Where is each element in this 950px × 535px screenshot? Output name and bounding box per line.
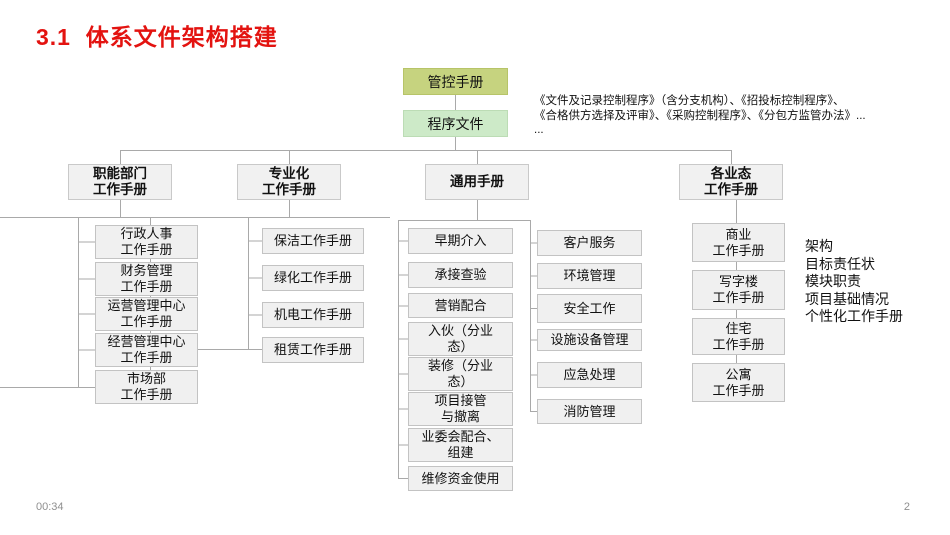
- general-left-child-box: 维修资金使用: [408, 466, 513, 491]
- procedure-note: 《文件及记录控制程序》（含分支机构）、《招投标控制程序》、 《合格供方选择及评审…: [534, 94, 939, 138]
- general-right-child-box: 应急处理: [537, 362, 642, 388]
- general-left-child-box: 业委会配合、 组建: [408, 428, 513, 462]
- annotation-line: 架构: [805, 238, 833, 254]
- general-left-child-box: 营销配合: [408, 293, 513, 318]
- business-format-child-box: 商业 工作手册: [692, 223, 785, 262]
- general-right-child-box: 设施设备管理: [537, 329, 642, 351]
- general-right-child-box: 消防管理: [537, 399, 642, 424]
- business-format-child-box: 写字楼 工作手册: [692, 270, 785, 310]
- procedure-note-line: ...: [534, 124, 544, 136]
- general-left-child-box: 入伙（分业 态）: [408, 322, 513, 356]
- general-left-child-box: 项目接管 与撤离: [408, 392, 513, 426]
- branch-general-header: 通用手册: [425, 164, 529, 200]
- functional-child-box: 经营管理中心 工作手册: [95, 333, 198, 367]
- functional-child-box: 市场部 工作手册: [95, 370, 198, 404]
- functional-child-box: 财务管理 工作手册: [95, 262, 198, 296]
- general-left-child-box: 早期介入: [408, 228, 513, 254]
- general-right-child-box: 环境管理: [537, 263, 642, 289]
- branch-functional-header: 职能部门 工作手册: [68, 164, 172, 200]
- procedure-note-line: 《文件及记录控制程序》（含分支机构）、《招投标控制程序》、: [534, 95, 845, 107]
- control-manual-box: 管控手册: [403, 68, 508, 95]
- specialized-child-box: 绿化工作手册: [262, 265, 364, 291]
- page-number: 2: [903, 501, 910, 513]
- branch-specialized-header: 专业化 工作手册: [237, 164, 341, 200]
- business-formats-annotation: 架构 目标责任状 模块职责 项目基础情况 个性化工作手册: [805, 238, 903, 326]
- annotation-line: 项目基础情况: [805, 290, 889, 307]
- specialized-child-box: 机电工作手册: [262, 302, 364, 328]
- specialized-child-box: 租赁工作手册: [262, 337, 364, 363]
- slideshow-timer: 00:34: [36, 501, 64, 513]
- functional-child-box: 运营管理中心 工作手册: [95, 297, 198, 331]
- annotation-line: 目标责任状: [805, 255, 875, 272]
- branch-business-formats-header: 各业态 工作手册: [679, 164, 783, 200]
- annotation-line: 个性化工作手册: [805, 308, 903, 324]
- page-title: 3.1 体系文件架构搭建: [36, 24, 278, 50]
- general-left-child-box: 承接查验: [408, 262, 513, 288]
- general-right-child-box: 安全工作: [537, 294, 642, 323]
- general-right-child-box: 客户服务: [537, 230, 642, 256]
- business-format-child-box: 住宅 工作手册: [692, 318, 785, 355]
- procedure-note-line: 《合格供方选择及评审》、《采购控制程序》、《分包方监管办法》...: [534, 109, 866, 122]
- procedure-files-box: 程序文件: [403, 110, 508, 137]
- general-left-child-box: 装修（分业 态）: [408, 357, 513, 391]
- functional-child-box: 行政人事 工作手册: [95, 225, 198, 259]
- specialized-child-box: 保洁工作手册: [262, 228, 364, 254]
- business-format-child-box: 公寓 工作手册: [692, 363, 785, 402]
- annotation-line: 模块职责: [805, 273, 861, 289]
